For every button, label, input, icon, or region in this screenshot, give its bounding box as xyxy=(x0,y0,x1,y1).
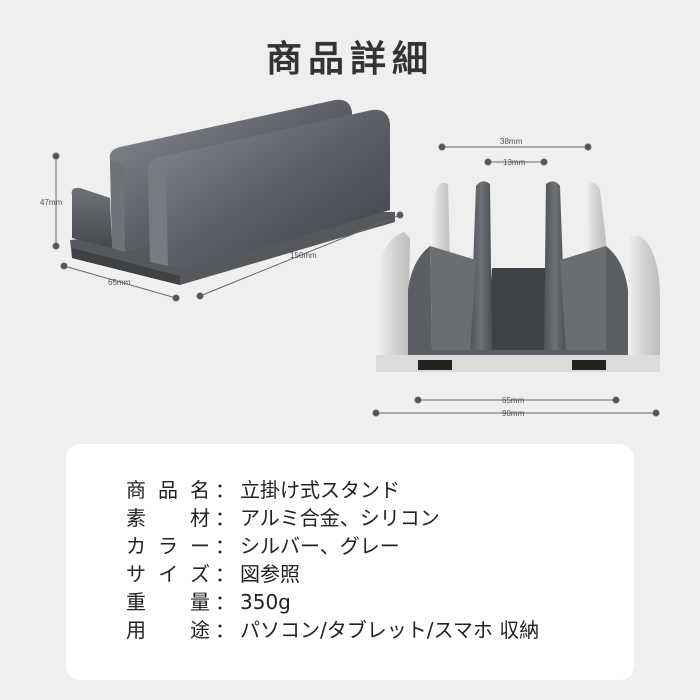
spec-row: 素材 ： アルミ合金、シリコン xyxy=(126,504,539,532)
spec-row: カラー ： シルバー、グレー xyxy=(126,532,539,560)
stand-front-view xyxy=(376,181,660,372)
spec-separator: ： xyxy=(215,618,235,642)
spec-row: サイズ ： 図参照 xyxy=(126,560,539,588)
top-total-label: 38mm xyxy=(500,137,523,146)
spec-label: カラー xyxy=(126,534,210,558)
spec-value: シルバー、グレー xyxy=(240,534,400,558)
bottom-inner-label: 65mm xyxy=(502,396,525,405)
spec-separator: ： xyxy=(215,590,235,614)
spec-label: 商品名 xyxy=(126,478,210,502)
spec-value: 図参照 xyxy=(240,562,300,586)
spec-row: 商品名 ： 立掛け式スタンド xyxy=(126,476,539,504)
spec-card: 商品名 ： 立掛け式スタンド 素材 ： アルミ合金、シリコン カラー ： シルバ… xyxy=(66,444,634,680)
spec-label: 用途 xyxy=(126,618,210,642)
depth-label: 65mm xyxy=(108,278,131,287)
spec-separator: ： xyxy=(215,478,235,502)
spec-label: 素材 xyxy=(126,506,210,530)
spec-label: 重量 xyxy=(126,590,210,614)
spec-label: サイズ xyxy=(126,562,210,586)
top-inner-label: 13mm xyxy=(503,158,526,167)
height-label: 47mm xyxy=(40,198,63,207)
spec-value: パソコン/タブレット/スマホ 収納 xyxy=(240,618,540,642)
dimension-lines-left xyxy=(52,152,404,302)
spec-row: 用途 ： パソコン/タブレット/スマホ 収納 xyxy=(126,616,539,644)
spec-row: 重量 ： 350g xyxy=(126,588,539,616)
stand-side-view xyxy=(70,99,395,285)
bottom-total-label: 90mm xyxy=(502,409,525,418)
page-title: 商品詳細 xyxy=(265,39,434,80)
spec-separator: ： xyxy=(215,562,235,586)
spec-separator: ： xyxy=(215,534,235,558)
spec-table: 商品名 ： 立掛け式スタンド 素材 ： アルミ合金、シリコン カラー ： シルバ… xyxy=(126,476,539,644)
length-label: 150mm xyxy=(290,251,317,260)
spec-value: 350g xyxy=(240,590,291,614)
spec-separator: ： xyxy=(215,506,235,530)
product-diagram: 47mm 65mm 150mm 38mm 13mm 65mm 90m xyxy=(40,99,660,418)
spec-value: アルミ合金、シリコン xyxy=(240,506,440,530)
dimension-lines-right xyxy=(372,143,660,417)
spec-value: 立掛け式スタンド xyxy=(240,478,400,502)
